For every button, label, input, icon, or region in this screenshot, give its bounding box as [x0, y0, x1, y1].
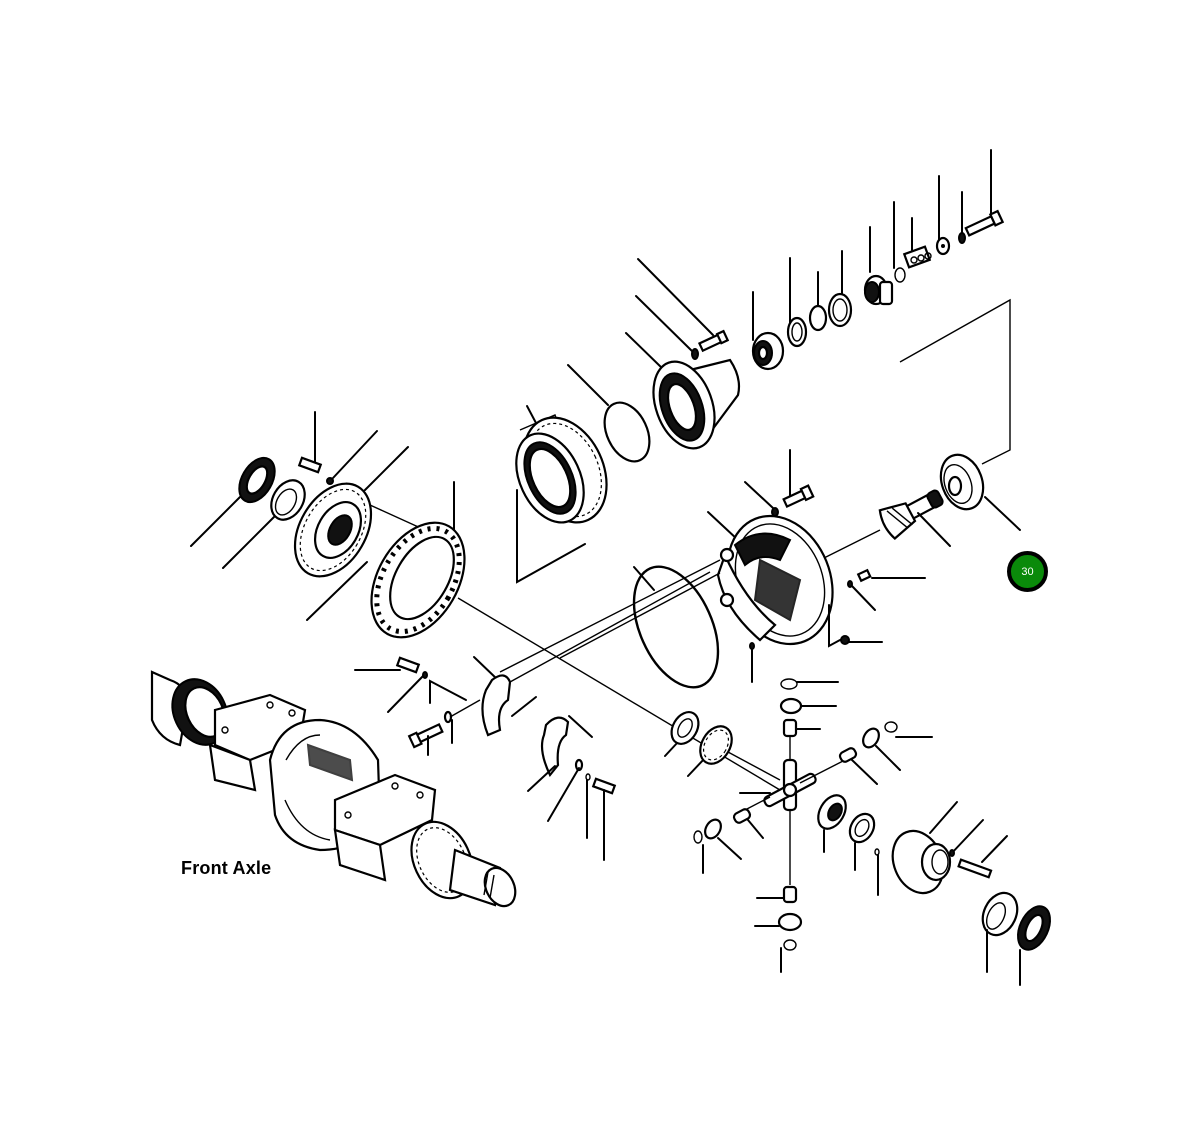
pinion-assembly: [819, 298, 1021, 561]
bearing-caps: [354, 571, 711, 861]
diagram-caption: Front Axle: [181, 858, 272, 878]
o-ring-upper: [567, 364, 651, 463]
brake-disc-pack: [515, 405, 608, 584]
carrier-housing: [625, 258, 741, 450]
drive-flange-stack: [751, 149, 1005, 371]
part-callout-badge[interactable]: 30: [1007, 551, 1048, 592]
callout-number: 30: [1021, 565, 1034, 578]
o-ring-large: [499, 559, 721, 689]
differential-internals: [664, 678, 1051, 986]
differential-carrier: [707, 449, 926, 683]
axle-housing-assembly: [150, 670, 517, 908]
wheel-end-group: [190, 411, 781, 791]
